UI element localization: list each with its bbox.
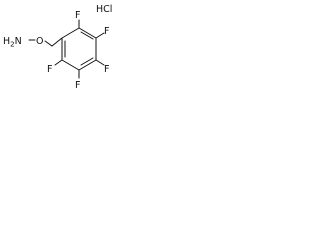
amine-subscript-2: 2 xyxy=(10,41,14,49)
fluorine-label-top: F xyxy=(75,10,80,21)
fluorine-label-lower-right: F xyxy=(104,64,109,75)
ring-bond-5 xyxy=(61,59,80,71)
bond-c-f-lower-right xyxy=(95,59,105,66)
chemical-structure-diagram: HCl H2N O F F F F F xyxy=(3,4,112,91)
amine-n-glyph: N xyxy=(15,36,22,47)
amine-label: H2N xyxy=(3,36,22,49)
bond-c-f-upper-right xyxy=(95,32,105,39)
fluorine-label-upper-right: F xyxy=(104,26,109,37)
fluorine-label-bottom: F xyxy=(75,80,80,91)
ring-bond-1 xyxy=(61,27,80,39)
hcl-label: HCl xyxy=(96,4,112,15)
bond-ch2-ring xyxy=(51,37,63,47)
fluorine-label-lower-left: F xyxy=(47,64,52,75)
ring-bond-2 xyxy=(78,27,97,39)
amine-h-glyph: H xyxy=(3,36,10,47)
bond-o-ch2 xyxy=(44,40,53,47)
ring-double-bond-1 xyxy=(80,31,94,40)
bond-c-f-lower-left xyxy=(54,59,63,66)
ring-bond-4 xyxy=(78,59,97,71)
oxygen-label: O xyxy=(36,36,43,47)
ring-double-bond-2 xyxy=(80,57,94,66)
